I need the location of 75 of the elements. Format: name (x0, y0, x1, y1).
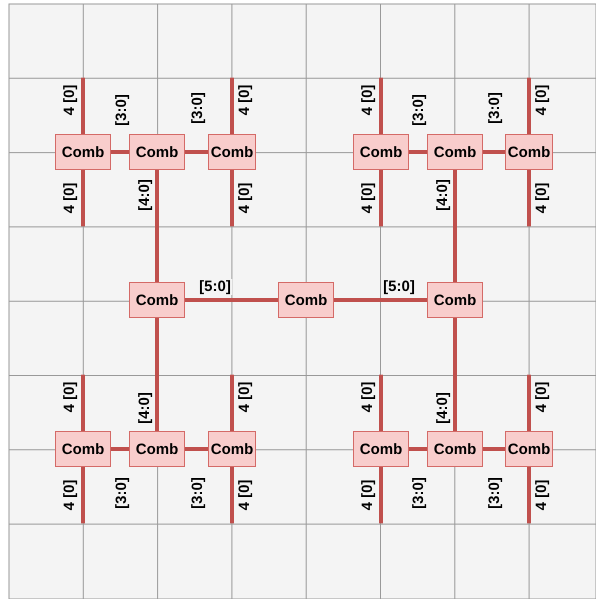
process-box: Comb (353, 431, 409, 467)
connector-line (527, 374, 531, 431)
process-box: Comb (129, 431, 185, 467)
connector-line (230, 170, 234, 226)
edge-label: [3:0] (487, 476, 503, 510)
process-box: Comb (55, 431, 111, 467)
edge-label: 4 [0] (360, 182, 376, 214)
edge-label: 4 [0] (360, 380, 376, 414)
connector-line (379, 170, 383, 226)
connector-line (527, 170, 531, 226)
connector-line (453, 170, 457, 282)
edge-label: 4 [0] (62, 478, 78, 512)
edge-label: 4 [0] (62, 182, 78, 214)
edge-label: 4 [0] (62, 380, 78, 414)
edge-label: [4:0] (137, 178, 153, 212)
edge-label: [4:0] (435, 178, 451, 212)
connector-line (230, 467, 234, 524)
process-box: Comb (427, 134, 483, 170)
edge-label: 4 [0] (534, 478, 550, 512)
edge-label: [4:0] (435, 391, 451, 425)
connector-line (185, 447, 208, 451)
process-box: Comb (427, 282, 483, 318)
connector-line (81, 467, 85, 524)
edge-label: 4 [0] (237, 84, 253, 116)
edge-label: [5:0] (382, 279, 416, 295)
connector-line (81, 78, 85, 134)
edge-label: [3:0] (487, 91, 503, 125)
connector-line (185, 298, 278, 302)
connector-line (409, 447, 427, 451)
edge-label: [3:0] (190, 91, 206, 125)
edge-label: 4 [0] (237, 478, 253, 512)
edge-label: 4 [0] (62, 84, 78, 116)
connector-line (483, 150, 505, 154)
process-box: Comb (208, 431, 256, 467)
process-box: Comb (505, 134, 553, 170)
process-box: Comb (208, 134, 256, 170)
edge-label: 4 [0] (237, 182, 253, 214)
edge-label: 4 [0] (360, 84, 376, 116)
connector-line (111, 447, 129, 451)
connector-line (453, 318, 457, 431)
connector-line (379, 78, 383, 134)
connector-line (185, 150, 208, 154)
edge-label: [3:0] (411, 93, 427, 127)
connector-line (155, 318, 159, 431)
process-box: Comb (129, 134, 185, 170)
edge-label: [3:0] (114, 476, 130, 510)
connector-line (111, 150, 129, 154)
connector-line (379, 374, 383, 431)
connector-line (81, 374, 85, 431)
connector-line (81, 170, 85, 226)
edge-label: [5:0] (198, 279, 232, 295)
process-box: Comb (353, 134, 409, 170)
edge-label: 4 [0] (534, 182, 550, 214)
edge-label: [3:0] (411, 476, 427, 510)
edge-label: [3:0] (190, 476, 206, 510)
connector-line (379, 467, 383, 524)
process-box: Comb (427, 431, 483, 467)
edge-label: 4 [0] (534, 84, 550, 116)
process-box: Comb (505, 431, 553, 467)
connector-line (527, 467, 531, 524)
connector-line (230, 374, 234, 431)
connector-line (334, 298, 427, 302)
edge-label: [4:0] (137, 391, 153, 425)
edge-label: 4 [0] (237, 380, 253, 414)
connector-line (409, 150, 427, 154)
process-box: Comb (278, 282, 334, 318)
connector-line (527, 78, 531, 134)
edge-label: 4 [0] (534, 380, 550, 414)
edge-label: [3:0] (114, 93, 130, 127)
edge-label: 4 [0] (360, 478, 376, 512)
connector-line (230, 78, 234, 134)
connector-line (155, 170, 159, 282)
process-box: Comb (55, 134, 111, 170)
connector-line (483, 447, 505, 451)
process-box: Comb (129, 282, 185, 318)
